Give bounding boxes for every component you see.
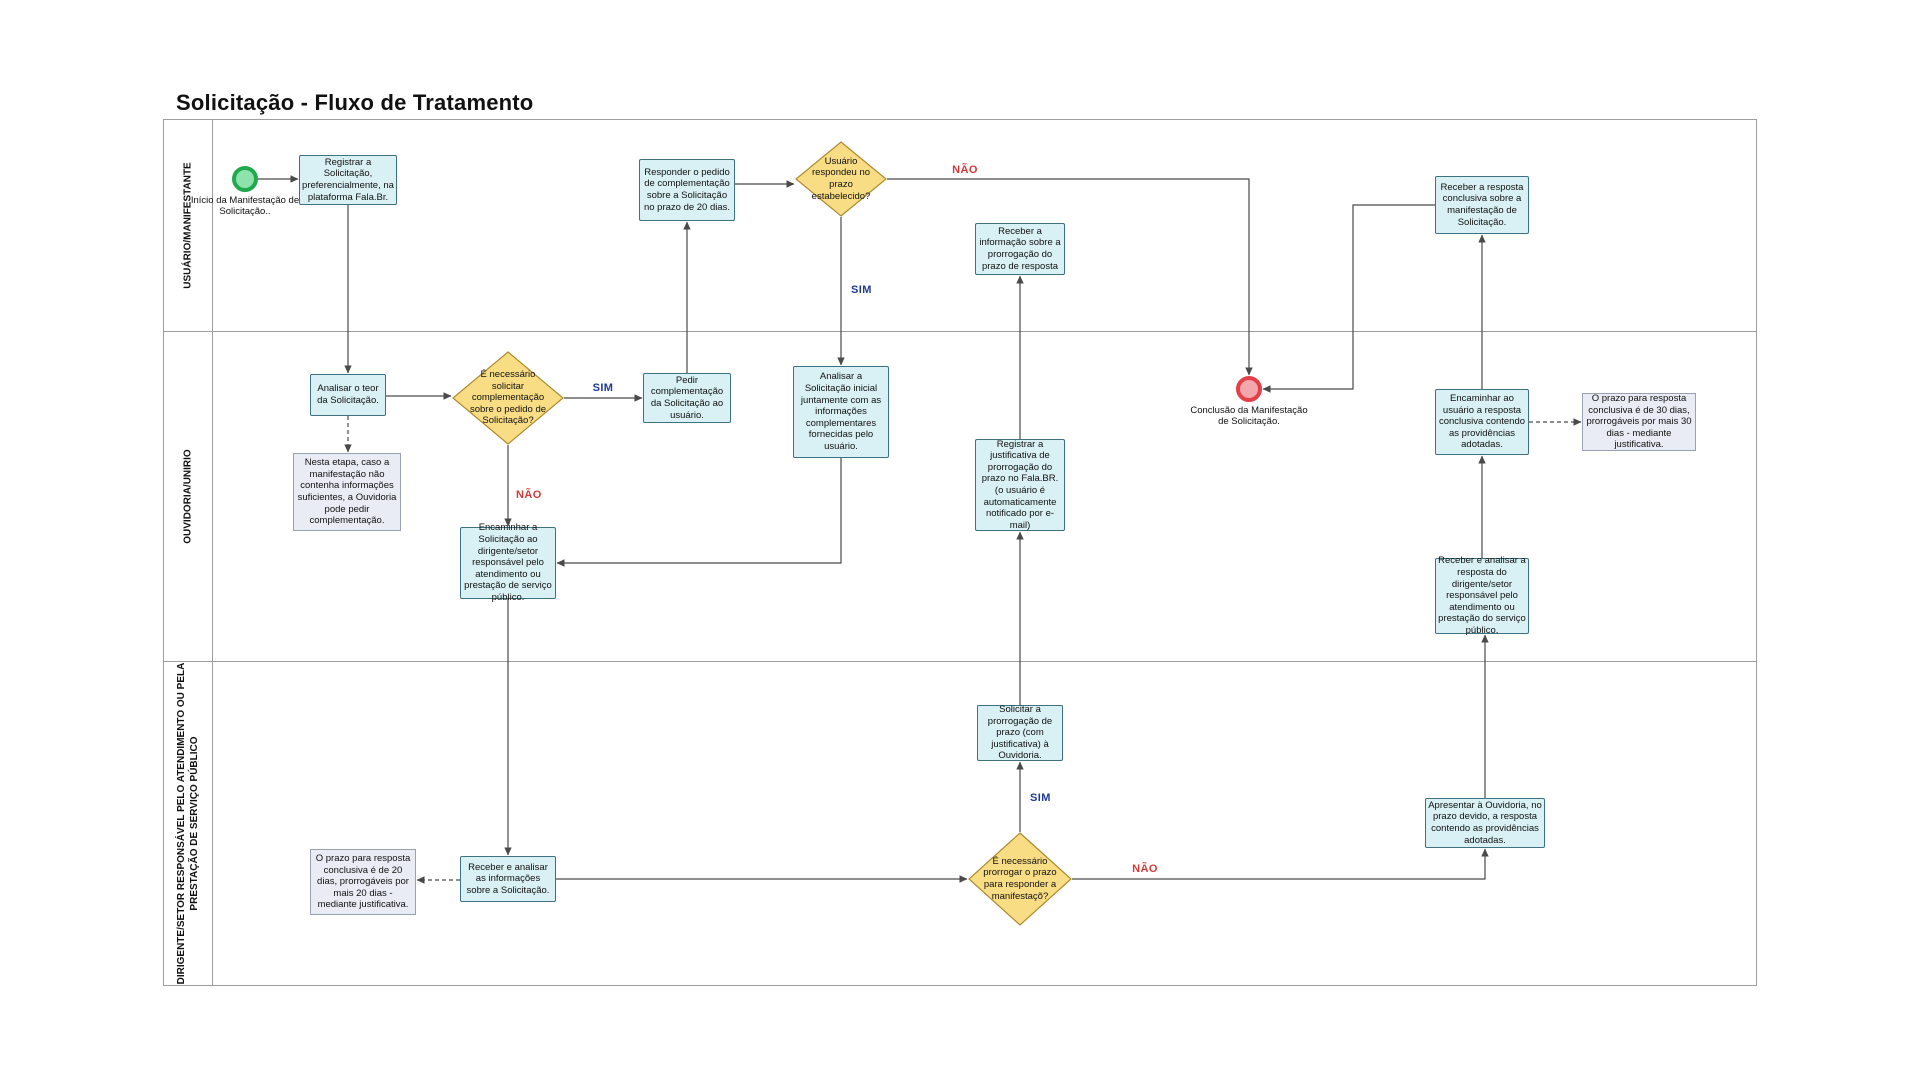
task-receber_analisar_informacoes: Receber e analisar as informações sobre … <box>460 856 556 902</box>
diamond-shape <box>968 832 1072 926</box>
node-label: Receber e analisar a resposta do dirigen… <box>1438 555 1526 636</box>
node-label: Analisar a Solicitação inicial juntament… <box>800 371 882 452</box>
node-label: Analisar o teor da Solicitação. <box>317 383 379 406</box>
task-analisar_inicial: Analisar a Solicitação inicial juntament… <box>793 366 889 458</box>
node-label: Registrar a justificativa de prorrogação… <box>981 438 1059 531</box>
diagram-frame <box>163 119 1757 986</box>
node-label: Receber e analisar as informações sobre … <box>466 861 550 896</box>
note-nota_prazo_20: O prazo para resposta conclusiva é de 20… <box>310 849 416 915</box>
start-event-icon <box>232 166 258 192</box>
node-label: Solicitar a prorrogação de prazo (com ju… <box>987 704 1053 762</box>
task-receber_info_prorrogacao: Receber a informação sobre a prorrogação… <box>975 223 1065 275</box>
task-solicitar_prorrogacao: Solicitar a prorrogação de prazo (com ju… <box>977 704 1063 762</box>
task-apresentar_ouvidoria: Apresentar à Ouvidoria, no prazo devido,… <box>1425 798 1545 848</box>
task-receber_analisar_resposta: Receber e analisar a resposta do dirigen… <box>1435 555 1529 636</box>
node-label: Receber a resposta conclusiva sobre a ma… <box>1440 181 1524 228</box>
lane-divider <box>163 331 1757 332</box>
note-nota_complementacao: Nesta etapa, caso a manifestação não con… <box>293 453 401 531</box>
task-pedir_complementacao: Pedir complementação da Solicitação ao u… <box>643 373 731 423</box>
event-label-inicio: Início da Manifestação de Solicitação.. <box>190 195 300 218</box>
node-label: Receber a informação sobre a prorrogação… <box>979 225 1061 272</box>
node-label: Apresentar à Ouvidoria, no prazo devido,… <box>1428 799 1542 846</box>
decision-usuario_respondeu: Usuário respondeu no prazo estabelecido? <box>795 141 887 217</box>
lane-label-2: DIRIGENTE/SETOR RESPONSÁVEL PELO ATENDIM… <box>175 662 200 985</box>
node-label: É necessário solicitar complementação so… <box>469 369 547 427</box>
end-event-icon <box>1236 376 1262 402</box>
event-label-conclusao: Conclusão da Manifestação de Solicitação… <box>1190 405 1308 428</box>
node-label: Nesta etapa, caso a manifestação não con… <box>297 457 397 527</box>
task-responder_pedido: Responder o pedido de complementação sob… <box>639 159 735 221</box>
lane-divider <box>212 119 213 986</box>
decision-necessario_complementacao: É necessário solicitar complementação so… <box>452 351 564 445</box>
node-label: Pedir complementação da Solicitação ao u… <box>650 374 724 421</box>
node-label: Registrar a Solicitação, preferencialmen… <box>302 156 394 203</box>
node-label: É necessário prorrogar o prazo para resp… <box>983 855 1057 902</box>
task-registrar_solicitacao: Registrar a Solicitação, preferencialmen… <box>299 155 397 205</box>
task-receber_resposta_conclusiva: Receber a resposta conclusiva sobre a ma… <box>1435 176 1529 234</box>
node-label: O prazo para resposta conclusiva é de 20… <box>315 853 411 911</box>
node-label: Responder o pedido de complementação sob… <box>643 166 731 213</box>
node-label: Encaminhar ao usuário a resposta conclus… <box>1438 393 1526 451</box>
diamond-shape <box>795 141 887 217</box>
node-label: O prazo para resposta conclusiva é de 30… <box>1586 393 1692 451</box>
diagram-title: Solicitação - Fluxo de Tratamento <box>176 90 534 115</box>
note-nota_prazo_30: O prazo para resposta conclusiva é de 30… <box>1582 393 1696 451</box>
task-analisar_teor: Analisar o teor da Solicitação. <box>310 374 386 416</box>
lane-divider <box>163 661 1757 662</box>
diamond-shape <box>452 351 564 445</box>
lane-label-0: USUÁRIO/MANIFESTANTE <box>182 161 193 289</box>
task-encaminhar_dirigente: Encaminhar a Solicitação ao dirigente/se… <box>460 522 556 603</box>
node-label: Usuário respondeu no prazo estabelecido? <box>811 155 871 202</box>
lane-label-1: OUVIDORIA/UNIRIO <box>182 448 193 544</box>
node-label: Encaminhar a Solicitação ao dirigente/se… <box>464 522 552 603</box>
task-registrar_justificativa: Registrar a justificativa de prorrogação… <box>975 439 1065 531</box>
decision-necessario_prorrogar: É necessário prorrogar o prazo para resp… <box>968 832 1072 926</box>
task-encaminhar_usuario: Encaminhar ao usuário a resposta conclus… <box>1435 389 1529 455</box>
